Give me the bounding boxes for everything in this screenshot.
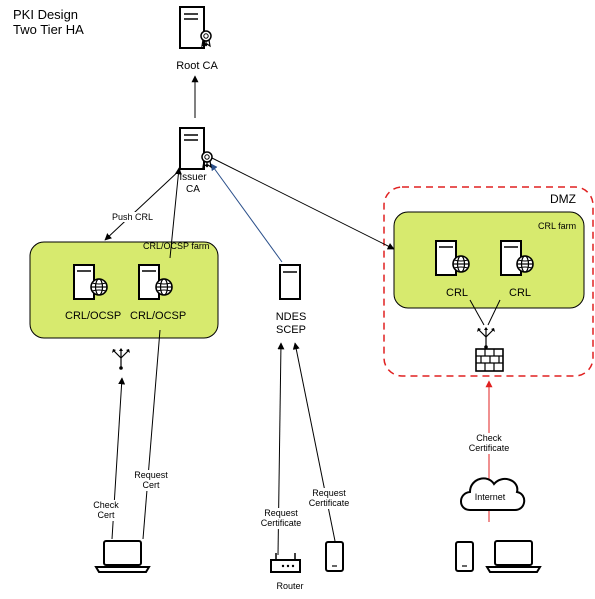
ndes-server-icon [279, 264, 301, 300]
request-cert-label: Request Cert [133, 470, 169, 491]
phone-request-label-line1: Request [312, 488, 346, 498]
router-request-label: Request Certificate [259, 508, 303, 529]
link-request-cert [142, 329, 161, 540]
crl-server-2-icon [500, 240, 534, 276]
issuer-ca-label-line2: CA [186, 183, 200, 195]
link-hub-crl1 [469, 299, 485, 326]
ocsp-server-2-label: CRL/OCSP [130, 310, 187, 322]
crl-farm-box [393, 211, 585, 309]
issuer-ca-server-icon [179, 127, 213, 170]
router-request-label-line1: Request [264, 508, 298, 518]
internet-label: Internet [474, 492, 506, 502]
check-cert-label-line2: Cert [97, 510, 115, 521]
link-hub-crl2 [487, 299, 501, 326]
crl-server-1-label: CRL [446, 287, 469, 299]
link-issuer-dmz [211, 157, 395, 250]
ocsp-server-1-icon [73, 264, 108, 300]
link-ocsp-issuer [169, 167, 182, 259]
issuer-ca-label: Issuer CA [179, 172, 206, 195]
ndes-label-line1: NDES [275, 311, 307, 323]
phone-right-icon [455, 541, 474, 572]
check-certificate-label-line1: Check [476, 433, 502, 443]
ocsp-farm-box [29, 241, 219, 339]
ocsp-farm-label: CRL/OCSP farm [143, 241, 210, 251]
ocsp-server-2-icon [138, 264, 173, 300]
root-ca-label: Root CA [176, 60, 218, 72]
ocsp-server-1-label: CRL/OCSP [65, 310, 122, 322]
push-crl-label: Push CRL [111, 212, 155, 223]
laptop-right-icon [485, 540, 542, 573]
issuer-ca-label-line1: Issuer [179, 172, 207, 183]
firewall-icon [475, 348, 504, 372]
phone-request-label-line2: Certificate [308, 498, 350, 509]
diagram-title-line1: PKI Design [13, 7, 79, 22]
crl-load-balancer-icon [476, 326, 496, 350]
diagram-title-line2: Two Tier HA [13, 21, 84, 37]
router-label: Router [276, 581, 304, 591]
link-issuer-ocsp-push [104, 167, 183, 241]
ndes-label-line2: SCEP [276, 323, 306, 336]
link-ndes-issuer [210, 163, 283, 263]
check-cert-label-line1: Check [93, 500, 119, 510]
laptop-left-icon [94, 540, 151, 573]
router-icon [270, 553, 301, 573]
diagram-title: PKI Design Two Tier HA [13, 7, 84, 38]
phone-request-label: Request Certificate [307, 488, 351, 509]
router-request-label-line2: Certificate [260, 518, 302, 529]
crl-farm-label: CRL farm [538, 221, 577, 231]
ndes-label: NDES SCEP [274, 311, 308, 337]
request-cert-label-line1: Request [134, 470, 168, 480]
crl-server-1-icon [435, 240, 470, 276]
request-cert-label-line2: Cert [142, 480, 160, 491]
ocsp-load-balancer-icon [111, 347, 131, 371]
check-certificate-label: Check Certificate [467, 433, 511, 454]
dmz-label: DMZ [550, 192, 576, 206]
phone-center-icon [325, 541, 344, 572]
check-certificate-label-line2: Certificate [468, 443, 510, 454]
check-cert-label: Check Cert [92, 500, 120, 521]
crl-server-2-label: CRL [509, 287, 532, 299]
internet-cloud-icon [460, 477, 526, 511]
dmz-boundary [383, 186, 594, 377]
root-ca-server-icon [179, 6, 212, 49]
